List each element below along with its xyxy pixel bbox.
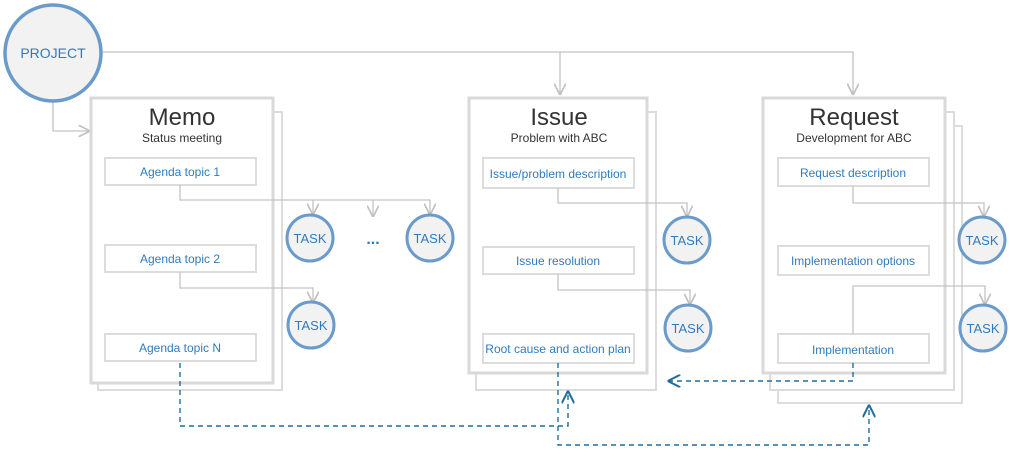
task-label: TASK bbox=[414, 231, 447, 246]
topic1-to-task-last-arrow bbox=[373, 199, 430, 214]
memo-agenda-topic-2[interactable]: Agenda topic 2 bbox=[140, 252, 220, 266]
memo-task-connectors bbox=[179, 185, 430, 302]
issue-item-box-3 bbox=[482, 333, 635, 364]
task-circle-memo-1[interactable]: TASK bbox=[285, 213, 335, 263]
request-implementation[interactable]: Implementation bbox=[812, 343, 894, 357]
agenda-n-to-root-cause-link bbox=[179, 363, 568, 427]
task-circle-memo-last[interactable]: TASK bbox=[405, 213, 455, 263]
task-circle-issue-1[interactable]: TASK bbox=[662, 215, 712, 265]
project-to-issue-arrow bbox=[100, 51, 560, 94]
memo-agenda-topic-n[interactable]: Agenda topic N bbox=[139, 341, 221, 355]
issue-document[interactable]: Issue Problem with ABC Issue/problem des… bbox=[467, 96, 657, 391]
issue-task-connectors bbox=[557, 188, 690, 304]
request-document[interactable]: Request Development for ABC Request desc… bbox=[761, 96, 963, 404]
request-item-box-2 bbox=[777, 245, 930, 276]
project-to-request-arrow bbox=[560, 51, 853, 94]
memo-item-box-1 bbox=[104, 157, 257, 186]
issue-front-page bbox=[467, 96, 649, 375]
root-cause-to-request-link bbox=[557, 363, 869, 446]
issue-title: Issue bbox=[530, 104, 587, 131]
task-circle-request-1[interactable]: TASK bbox=[957, 215, 1007, 265]
task-circle-memo-2[interactable]: TASK bbox=[286, 300, 336, 350]
task-label: TASK bbox=[294, 231, 327, 246]
request-description[interactable]: Request description bbox=[800, 166, 906, 180]
project-connectors bbox=[52, 51, 853, 131]
task-label: TASK bbox=[672, 321, 705, 336]
request-title: Request bbox=[809, 104, 899, 131]
issue-resolution-to-task-arrow bbox=[557, 274, 690, 304]
request-item-box-1 bbox=[777, 157, 930, 187]
issue-resolution[interactable]: Issue resolution bbox=[516, 254, 600, 268]
project-node[interactable]: PROJECT bbox=[3, 3, 103, 103]
topic2-to-task-arrow bbox=[179, 272, 313, 302]
memo-title: Memo bbox=[149, 104, 216, 131]
issue-root-cause-action-plan[interactable]: Root cause and action plan bbox=[485, 342, 630, 356]
memo-agenda-topic-1[interactable]: Agenda topic 1 bbox=[140, 165, 220, 179]
issue-description-to-task-arrow bbox=[557, 188, 687, 216]
issue-subtitle: Problem with ABC bbox=[511, 131, 608, 145]
implementation-to-task-arrow bbox=[852, 285, 985, 334]
dashed-links bbox=[179, 363, 869, 446]
issue-item-box-1 bbox=[482, 157, 635, 189]
task-label: TASK bbox=[295, 318, 328, 333]
task-label: TASK bbox=[967, 321, 1000, 336]
task-label: TASK bbox=[966, 233, 999, 248]
request-front-page bbox=[761, 96, 947, 375]
more-tasks-ellipsis: ... bbox=[366, 231, 379, 248]
topic1-to-task-arrow bbox=[179, 185, 313, 214]
task-circle-issue-2[interactable]: TASK bbox=[663, 303, 713, 353]
project-to-memo-arrow bbox=[52, 101, 89, 131]
request-subtitle: Development for ABC bbox=[796, 131, 912, 145]
topic1-to-more-arrow bbox=[313, 199, 373, 216]
task-circle-request-2[interactable]: TASK bbox=[958, 303, 1008, 353]
memo-document[interactable]: Memo Status meeting Agenda topic 1 Agend… bbox=[89, 96, 283, 391]
request-description-to-task-arrow bbox=[852, 186, 984, 216]
implementation-to-issue-link bbox=[669, 363, 854, 381]
project-label: PROJECT bbox=[20, 45, 86, 61]
memo-item-box-n bbox=[104, 333, 257, 362]
task-label: TASK bbox=[671, 233, 704, 248]
issue-problem-description[interactable]: Issue/problem description bbox=[490, 167, 627, 181]
request-task-connectors bbox=[852, 186, 985, 334]
memo-subtitle: Status meeting bbox=[142, 131, 222, 145]
request-implementation-options[interactable]: Implementation options bbox=[791, 254, 915, 268]
